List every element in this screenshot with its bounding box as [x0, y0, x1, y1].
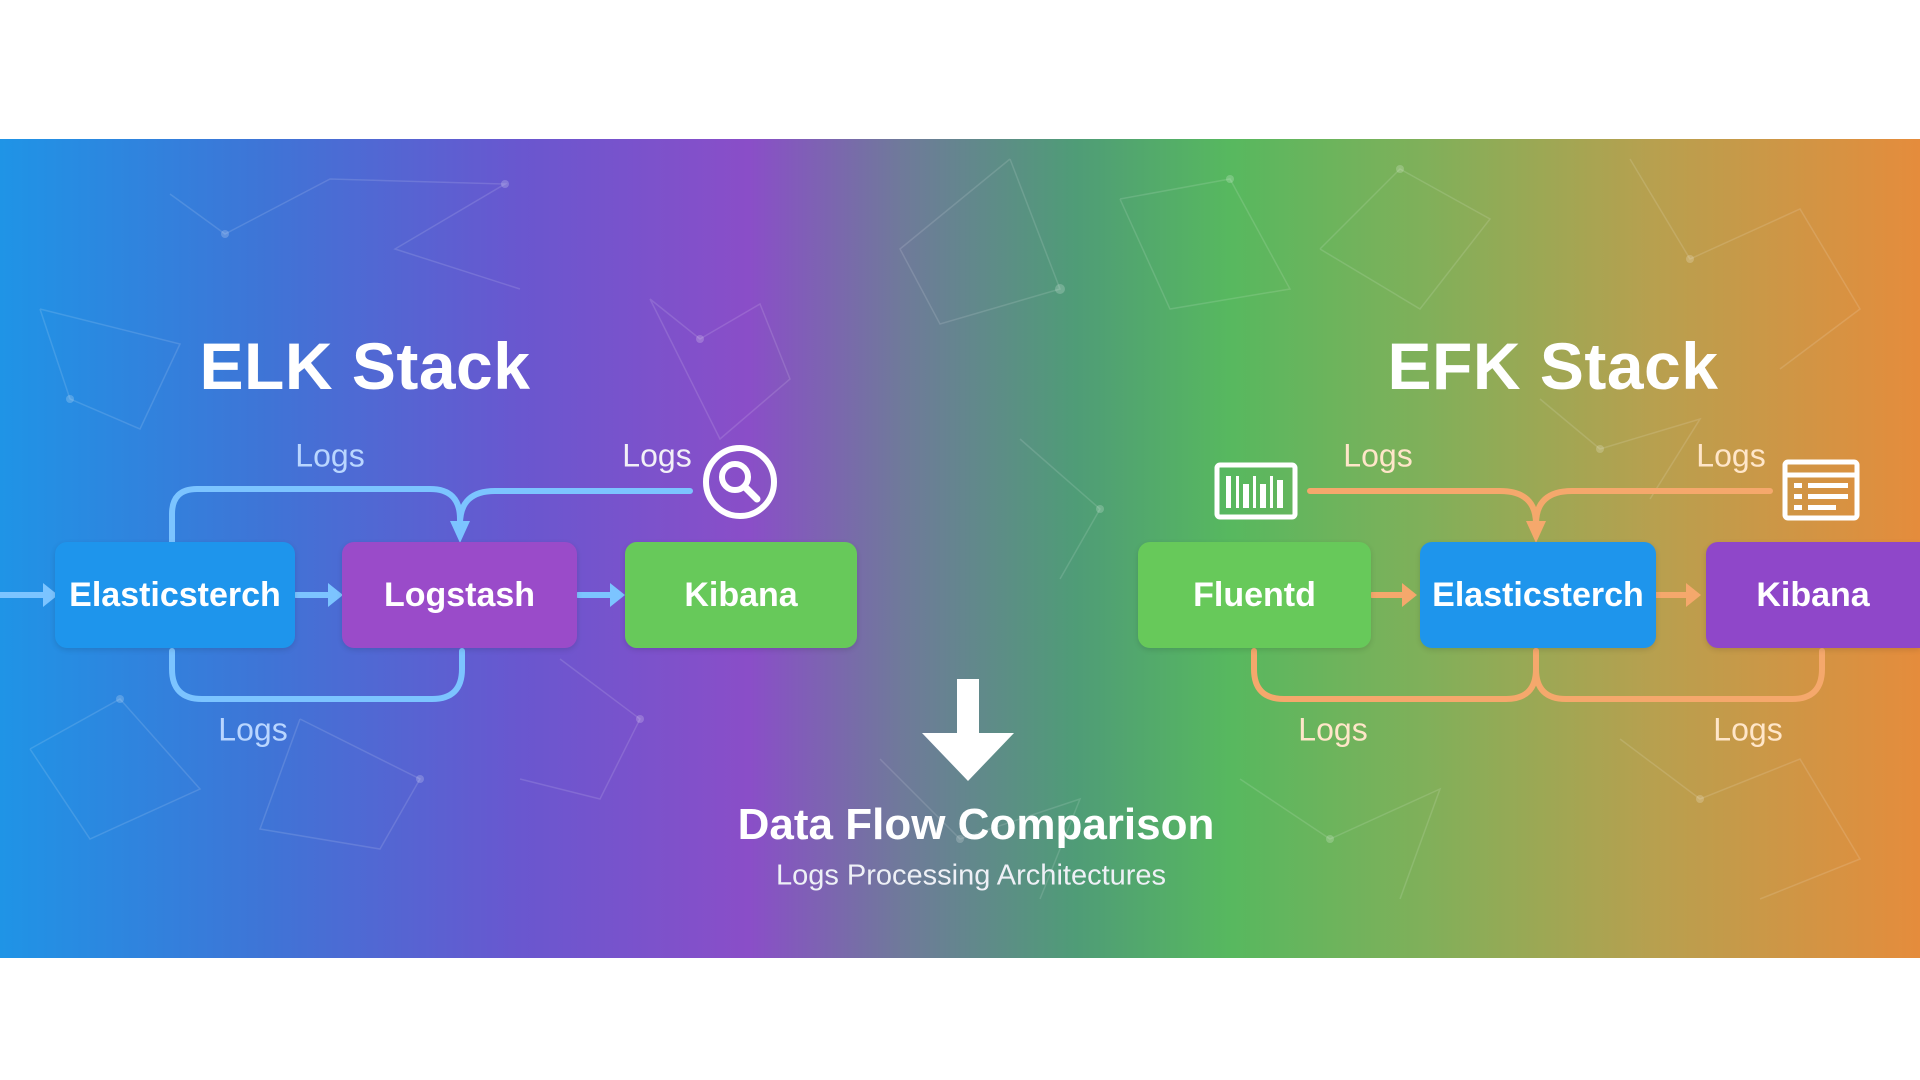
elk-node-logstash: Logstash [342, 542, 577, 648]
elk-logs-label-top-right: Logs [622, 437, 692, 474]
efk-logs-label-bottom-right: Logs [1713, 711, 1783, 748]
elk-title: ELK Stack [199, 329, 531, 403]
network-background [29, 158, 1862, 900]
elk-flow-lines [0, 486, 693, 702]
center-subtitle: Logs Processing Architectures [775, 859, 1167, 892]
barcode-icon [1214, 462, 1298, 520]
efk-flow-lines [1251, 488, 1825, 702]
document-list-icon [1782, 459, 1860, 521]
elk-logs-label-top-left: Logs [295, 437, 365, 474]
elk-node-kibana: Kibana [625, 542, 857, 648]
efk-node-elasticsearch: Elasticsterch [1420, 542, 1656, 648]
efk-logs-label-bottom-left: Logs [1298, 711, 1368, 748]
efk-node-kibana: Kibana [1706, 542, 1920, 648]
elk-node-elasticsearch: Elasticsterch [55, 542, 295, 648]
efk-logs-label-top-right: Logs [1696, 437, 1766, 474]
search-icon [703, 445, 777, 519]
efk-title: EFK Stack [1387, 329, 1719, 403]
center-title: Data Flow Comparison [737, 800, 1215, 849]
diagram-banner: ELK Stack Logs Logs Logs Elasticsterch L… [0, 139, 1920, 958]
elk-logs-label-bottom: Logs [218, 711, 288, 748]
efk-logs-label-top-left: Logs [1343, 437, 1413, 474]
efk-node-fluentd: Fluentd [1138, 542, 1371, 648]
down-arrow-icon [922, 679, 1014, 781]
